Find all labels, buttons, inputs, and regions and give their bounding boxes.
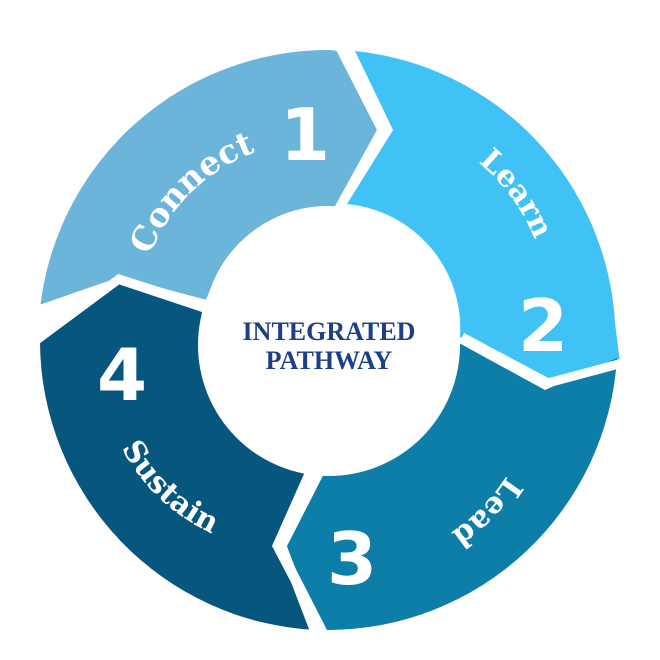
segment-connect bbox=[40, 49, 383, 305]
step-number-4: 4 bbox=[97, 333, 147, 417]
segment-learn bbox=[347, 51, 620, 381]
step-number-3: 3 bbox=[327, 517, 377, 601]
center-title-line1: INTEGRATED bbox=[243, 317, 416, 346]
segment-sustain bbox=[40, 284, 316, 630]
step-number-2: 2 bbox=[518, 284, 568, 368]
center-disc bbox=[198, 214, 460, 476]
segment-lead bbox=[284, 343, 617, 631]
segment-separators bbox=[31, 37, 632, 642]
step-number-1: 1 bbox=[280, 93, 330, 177]
center-title-line2: PATHWAY bbox=[266, 346, 393, 375]
